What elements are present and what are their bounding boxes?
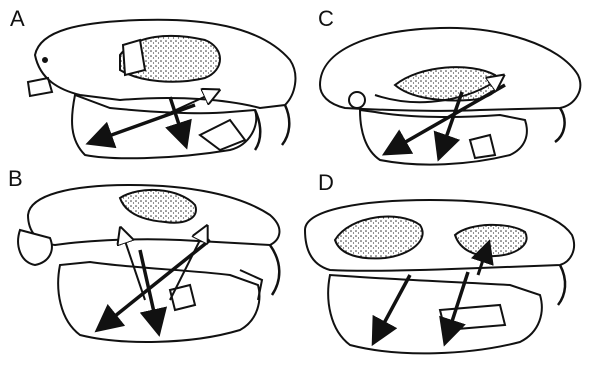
panel-b-skull — [18, 185, 279, 342]
panel-label-a: A — [10, 8, 25, 30]
panel-a-skull — [28, 20, 295, 159]
panel-label-b: B — [8, 168, 23, 190]
panel-label-d: D — [318, 172, 334, 194]
panel-c-skull — [320, 28, 580, 165]
panel-label-c: C — [318, 8, 334, 30]
panel-d-skull — [305, 200, 574, 353]
